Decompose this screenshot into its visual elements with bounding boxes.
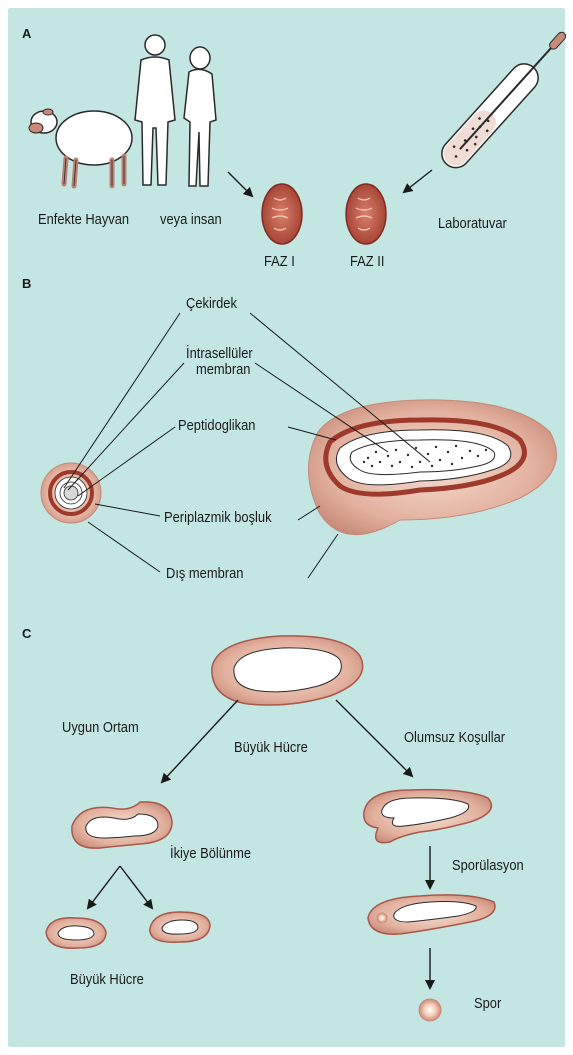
sporulation-cell-1 [364,790,492,843]
label-dis-membran: Dış membran [166,566,243,583]
daughter-cell-2 [150,912,210,942]
sheep-icon [29,109,132,186]
faz2-cell [346,184,386,244]
label-peptidoglikan: Peptidoglikan [178,418,255,435]
large-cell-top [212,636,363,705]
large-cell-cross-section [308,400,556,535]
arrow-to-sporulation [336,700,412,776]
arrow-to-daughter-1 [88,866,120,908]
label-cekirdek: Çekirdek [186,296,237,313]
round-cell [41,463,101,523]
faz1-cell [262,184,302,244]
test-tube-icon [436,24,573,174]
label-laboratuvar: Laboratuvar [438,216,507,233]
label-sporulasyon: Sporülasyon [452,858,524,875]
arrow-to-faz1 [228,172,252,196]
label-buyuk-hucre-top: Büyük Hücre [234,740,308,757]
woman-silhouette-icon [184,47,216,186]
label-periplazmik-bosluk: Periplazmik boşluk [164,510,272,527]
label-veya-insan: veya insan [160,212,222,229]
spore [419,999,441,1021]
label-olumsuz-kosullar: Olumsuz Koşullar [404,730,505,747]
daughter-cell-1 [46,918,106,948]
label-faz1: FAZ I [264,254,295,271]
label-buyuk-hucre-bottom: Büyük Hücre [70,972,144,989]
section-label-c: C [22,626,31,641]
dividing-cell [72,802,172,848]
section-label-a: A [22,26,31,41]
arrow-to-faz2 [404,170,432,192]
section-label-b: B [22,276,31,291]
arrow-to-daughter-2 [120,866,152,908]
label-ikiye-bolunme: İkiye Bölünme [170,846,251,863]
label-membran: membran [196,362,250,379]
label-spor: Spor [474,996,501,1013]
sporulation-cell-2 [368,895,495,934]
label-faz2: FAZ II [350,254,384,271]
man-silhouette-icon [135,35,175,185]
arrow-to-binary [162,700,238,782]
label-enfekte-hayvan: Enfekte Hayvan [38,212,129,229]
label-uygun-ortam: Uygun Ortam [62,720,139,737]
